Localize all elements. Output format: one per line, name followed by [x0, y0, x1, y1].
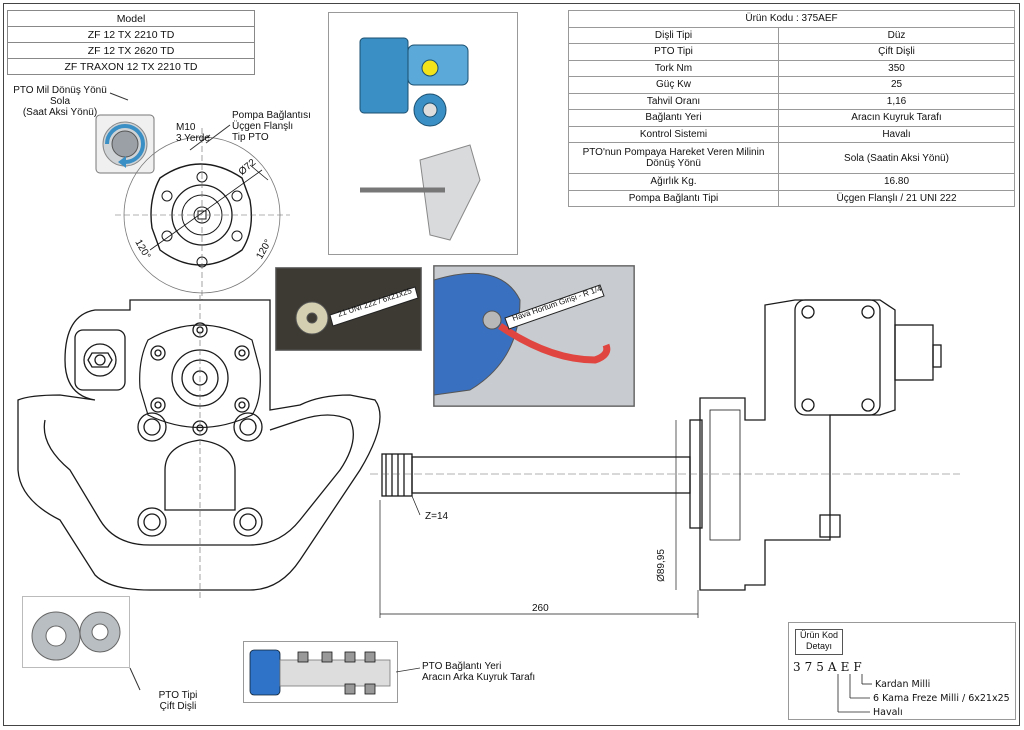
- shaft-diameter-label: Ø89,95: [655, 549, 667, 582]
- code-title-line: Detayı: [805, 641, 832, 651]
- gear-label-line: PTO Tipi: [158, 690, 198, 701]
- connection-label-line: Aracın Arka Kuyruk Tarafı: [422, 672, 536, 683]
- pump-flange-view: [115, 124, 290, 300]
- code-e-label: 6 Kama Freze Milli / 6x21x25: [873, 693, 1010, 704]
- model-table: Model ZF 12 TX 2210 TD ZF 12 TX 2620 TD …: [7, 10, 255, 75]
- spec-label: Pompa Bağlantı Tipi: [568, 189, 779, 207]
- code-digits: 375AEF: [793, 660, 866, 674]
- air-inlet-photo: [433, 265, 635, 407]
- product-code-detail: Ürün Kod Detayı 375AEF Kardan Milli 6 Ka…: [788, 622, 1016, 720]
- code-leaders: [837, 674, 872, 713]
- teeth-count-label: Z=14: [425, 511, 449, 522]
- drawing-frame: [3, 3, 1020, 726]
- code-a-label: Havalı: [873, 707, 903, 718]
- gear-type-label: PTO Tipi Çift Dişli: [148, 690, 208, 712]
- pump-connection-label: Pompa Bağlantısı Üçgen Flanşlı Tip PTO: [232, 110, 311, 143]
- connection-location-label: PTO Bağlantı Yeri Aracın Arka Kuyruk Tar…: [422, 661, 535, 683]
- spec-value: Üçgen Flanşlı / 21 UNI 222: [778, 189, 1015, 207]
- rotation-label: PTO Mil Dönüş Yönü Sola (Saat Aksi Yönü): [5, 85, 115, 118]
- model-row: ZF TRAXON 12 TX 2210 TD: [7, 58, 255, 75]
- vehicle-layout-icon: [249, 649, 421, 696]
- spline-shaft-photo: [275, 267, 422, 351]
- bolt-label-line: 3 Yerde: [176, 133, 210, 144]
- code-title-line: Ürün Kod: [799, 630, 839, 640]
- bolt-label: M10 3 Yerde: [176, 122, 210, 144]
- dimension-lines: [379, 420, 699, 618]
- spec-value: Sola (Saatin Aksi Yönü): [778, 142, 1015, 174]
- pump-label-line: Üçgen Flanşlı: [232, 121, 294, 132]
- pto-front-view: [17, 295, 381, 600]
- gear-icon: [31, 611, 141, 691]
- bolt-label-line: M10: [176, 122, 196, 133]
- length-label: 260: [532, 603, 549, 614]
- connection-label-line: PTO Bağlantı Yeri: [422, 661, 502, 672]
- model-row: ZF 12 TX 2210 TD: [7, 26, 255, 43]
- rotation-direction-icon: [95, 92, 155, 174]
- pto-side-view: [370, 299, 960, 591]
- pump-label-line: Tip PTO: [232, 132, 269, 143]
- rotation-label-line: PTO Mil Dönüş Yönü: [13, 85, 107, 96]
- spec-label: PTO'nun Pompaya Hareket Veren Milinin Dö…: [568, 142, 779, 174]
- code-f-label: Kardan Milli: [875, 679, 931, 690]
- pto-unit-photo: [359, 37, 481, 241]
- code-detail-title: Ürün Kod Detayı: [795, 629, 843, 655]
- gear-label-line: Çift Dişli: [159, 701, 197, 712]
- pump-label-line: Pompa Bağlantısı: [232, 110, 311, 121]
- rotation-label-line: (Saat Aksi Yönü): [22, 107, 98, 118]
- rotation-label-line: Sola: [49, 96, 70, 107]
